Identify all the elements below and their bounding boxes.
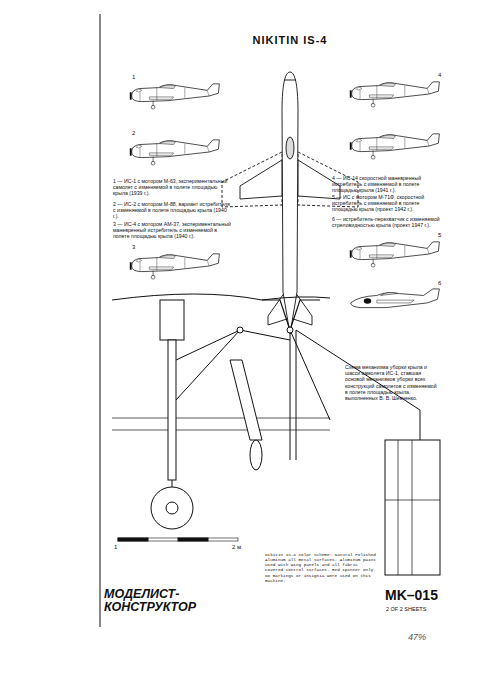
drawing-stroke: [130, 84, 220, 109]
drawing-stroke: [287, 327, 293, 333]
drawing-stroke: [112, 430, 330, 431]
drawing-stroke: [176, 330, 240, 400]
caption-text: 2 — ИС-2 с мотором М-88, вариант истреби…: [113, 201, 231, 220]
drawing-stroke: [262, 300, 320, 330]
drawing-stroke: [351, 289, 440, 308]
drawing-stroke: [160, 300, 184, 340]
drawing-stroke: [151, 487, 193, 529]
drawing-stroke: [286, 137, 294, 159]
drawing-stroke: [350, 134, 440, 159]
sheet-number: MK–015: [385, 587, 465, 604]
drawing-stroke: [350, 82, 440, 107]
callout-number: 4: [438, 72, 446, 79]
drawing-stroke: [237, 327, 243, 333]
retraction-mechanism: [112, 294, 440, 575]
sheet-title: NIKITIN IS-4: [200, 34, 380, 47]
caption-text: 1 — ИС-1 с мотором М-63, экспериментальн…: [113, 178, 231, 197]
callout-number: 6: [438, 280, 446, 287]
drawing-stroke: [240, 330, 290, 340]
caption-text: 3 — ИС-4 с мотором АМ-37, эксперименталь…: [113, 221, 231, 240]
drawing-stroke: [282, 72, 298, 334]
callout-number: 3: [132, 244, 140, 251]
caption-text: 6 — истребитель-перехватчик с изменяемой…: [332, 216, 442, 228]
drawing-stroke: [385, 500, 440, 501]
drawing-stroke: [290, 330, 291, 460]
mechanism-caption: Схема механизма уборки крыла и шасси сам…: [345, 364, 440, 401]
callout-number: 2: [132, 130, 140, 137]
drawing-stroke: [178, 538, 208, 541]
drawing-stroke: [130, 140, 220, 165]
drawing-stroke: [230, 360, 262, 440]
drawing-stroke: [350, 242, 440, 267]
scale-number: 1: [114, 544, 124, 551]
drawing-stroke: [112, 294, 330, 300]
drawing-stroke: [296, 330, 297, 460]
caption-text: 5 — ИС с мотором М-71Ф, скоростной истре…: [332, 194, 442, 213]
sheet-border: [100, 14, 101, 627]
drawing-stroke: [176, 330, 240, 360]
magazine-logo: МОДЕЛИСТ- КОНСТРУКТОР: [104, 588, 200, 613]
caption-text: 4 — ИС-14 скоростной маневренный истреби…: [332, 175, 442, 194]
drawing-stroke: [118, 538, 148, 541]
drawing-stroke: [112, 418, 330, 419]
drawing-stroke: [130, 254, 220, 279]
drawing-stroke: [284, 80, 296, 81]
scale-number: 2 м: [232, 544, 252, 551]
drawing-stroke: [412, 440, 413, 575]
handwritten-note: 47%: [408, 632, 438, 643]
callout-number: 5: [438, 232, 446, 239]
drawing-stroke: [398, 440, 399, 575]
color-note: Nikitin IS-4 Color Scheme: Natural Polis…: [265, 552, 377, 583]
drawing-stroke: [250, 440, 262, 470]
scale-bar: [118, 538, 238, 541]
callout-number: 1: [132, 74, 140, 81]
drawing-stroke: [385, 440, 440, 575]
drawing-stroke: [118, 538, 238, 541]
drawing-stroke: [166, 502, 178, 514]
drawing-stroke: [290, 330, 330, 420]
drawing-stroke: [168, 340, 176, 480]
sheet-count: 2 OF 2 SHEETS: [386, 606, 466, 613]
